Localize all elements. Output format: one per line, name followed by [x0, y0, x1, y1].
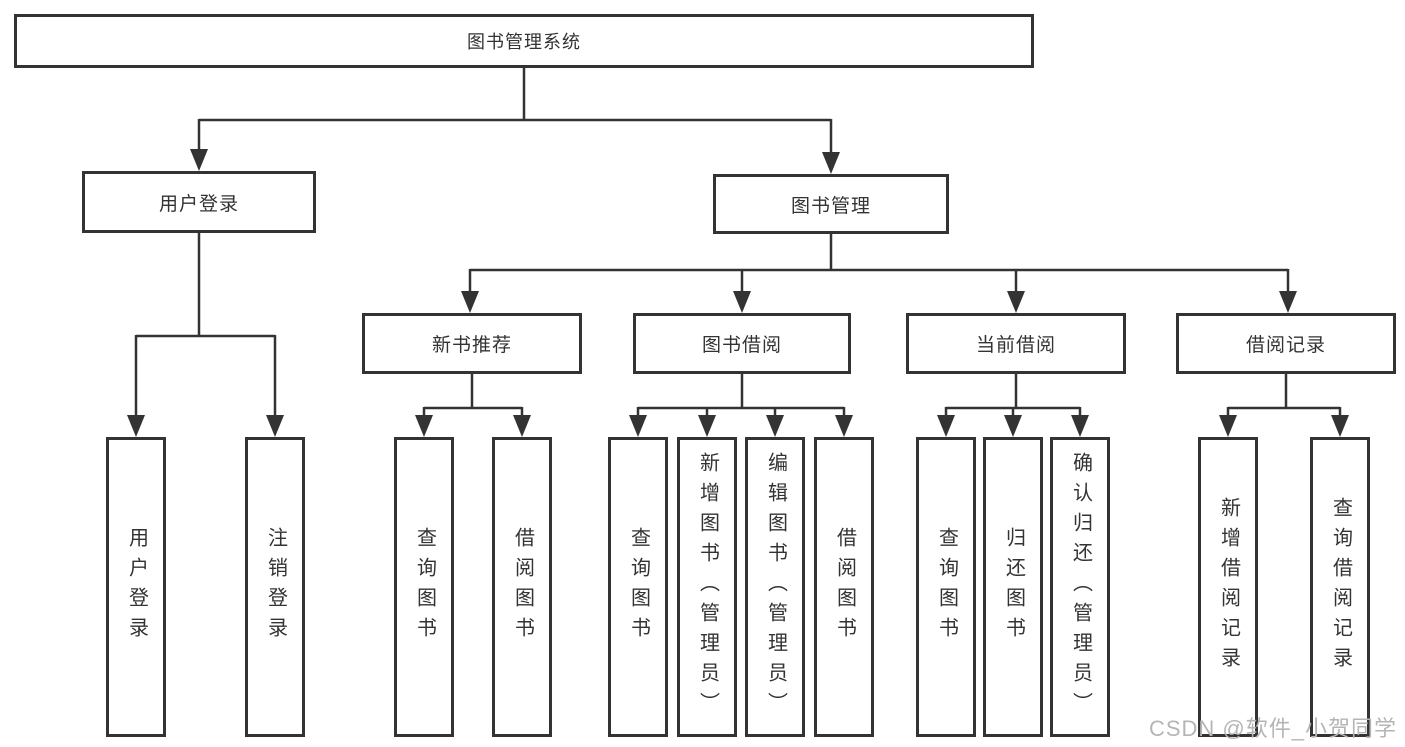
- node-new-book-recommend: 新书推荐: [362, 313, 582, 374]
- node-book-borrowing: 图书借阅: [633, 313, 851, 374]
- node-borrow-records: 借阅记录: [1176, 313, 1396, 374]
- arrow-down-icon: [1219, 415, 1237, 437]
- edges-root: [190, 68, 840, 174]
- leaf-borrowing-add-books-admin: 新增图书（管理员）: [677, 437, 737, 737]
- arrow-down-icon: [266, 415, 284, 437]
- leaf-borrowing-edit-books-admin: 编辑图书（管理员）: [745, 437, 805, 737]
- arrow-down-icon: [835, 415, 853, 437]
- edges-book-management: [461, 234, 1297, 313]
- edges-book-borrowing: [629, 374, 853, 437]
- node-user-login: 用户登录: [82, 171, 316, 233]
- arrow-down-icon: [629, 415, 647, 437]
- node-book-management: 图书管理: [713, 174, 949, 234]
- leaf-records-query-record: 查询借阅记录: [1310, 437, 1370, 737]
- arrow-down-icon: [733, 291, 751, 313]
- arrow-down-icon: [127, 415, 145, 437]
- arrow-down-icon: [415, 415, 433, 437]
- arrow-down-icon: [937, 415, 955, 437]
- leaf-borrowing-borrow-books: 借阅图书: [814, 437, 874, 737]
- leaf-current-return-books: 归还图书: [983, 437, 1043, 737]
- arrow-down-icon: [822, 152, 840, 174]
- arrow-down-icon: [190, 149, 208, 171]
- arrow-down-icon: [461, 291, 479, 313]
- leaf-records-add-record: 新增借阅记录: [1198, 437, 1258, 737]
- leaf-current-query-books: 查询图书: [916, 437, 976, 737]
- arrow-down-icon: [1331, 415, 1349, 437]
- arrow-down-icon: [698, 415, 716, 437]
- arrow-down-icon: [513, 415, 531, 437]
- node-current-borrowing: 当前借阅: [906, 313, 1126, 374]
- leaf-borrowing-query-books: 查询图书: [608, 437, 668, 737]
- arrow-down-icon: [766, 415, 784, 437]
- leaf-current-confirm-return-admin: 确认归还（管理员）: [1050, 437, 1110, 737]
- edges-borrow-records: [1219, 374, 1349, 437]
- arrow-down-icon: [1071, 415, 1089, 437]
- edges-current-borrowing: [937, 374, 1089, 437]
- node-root: 图书管理系统: [14, 14, 1034, 68]
- edges-new-book-recommend: [415, 374, 531, 437]
- arrow-down-icon: [1004, 415, 1022, 437]
- leaf-logout: 注销登录: [245, 437, 305, 737]
- leaf-user-login: 用户登录: [106, 437, 166, 737]
- arrow-down-icon: [1279, 291, 1297, 313]
- arrow-down-icon: [1007, 291, 1025, 313]
- edges-user-login: [127, 233, 284, 437]
- leaf-newrec-borrow-books: 借阅图书: [492, 437, 552, 737]
- leaf-newrec-query-books: 查询图书: [394, 437, 454, 737]
